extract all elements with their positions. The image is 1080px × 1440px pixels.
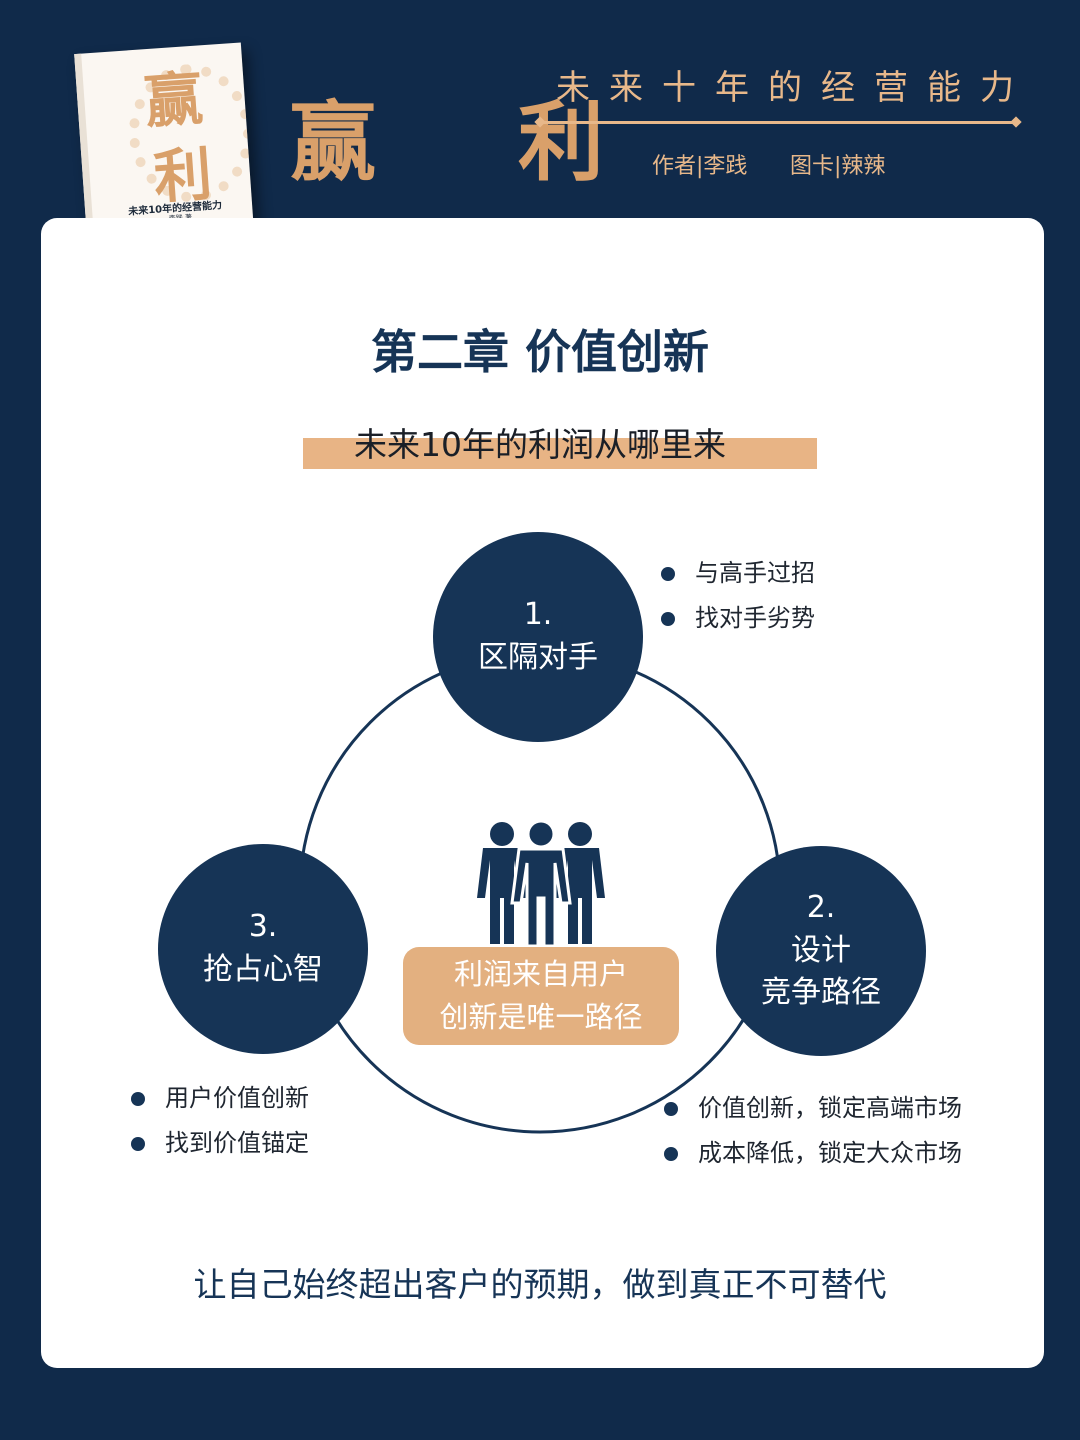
- page-title: 赢 利: [290, 93, 660, 193]
- list-item: 用户价值创新: [131, 1076, 309, 1121]
- page-tagline: 未来十年的经营能力: [556, 68, 1033, 108]
- chapter-subtitle: 未来10年的利润从哪里来: [354, 425, 726, 464]
- node-2-label-line-2: 竞争路径: [761, 975, 881, 1011]
- node-1-label: 区隔对手: [478, 640, 598, 675]
- author-credit: 作者|李践: [652, 154, 748, 179]
- node-1-number: 1.: [523, 597, 553, 633]
- node-3-number: 3.: [248, 909, 278, 945]
- list-item: 成本降低，锁定大众市场: [664, 1131, 962, 1176]
- chapter-title: 第二章 价值创新: [370, 325, 709, 379]
- node-2-design-path: 2. 设计 竞争路径: [716, 846, 926, 1056]
- node-3-bullets: 用户价值创新 找到价值锚定: [131, 1076, 309, 1166]
- closing-statement: 让自己始终超出客户的预期，做到真正不可替代: [193, 1265, 887, 1304]
- node-1-distinguish-rivals: 1. 区隔对手: [433, 532, 643, 742]
- list-item: 与高手过招: [661, 551, 815, 596]
- list-item: 找对手劣势: [661, 596, 815, 641]
- node-2-bullets: 价值创新，锁定高端市场 成本降低，锁定大众市场: [664, 1086, 962, 1176]
- content-card: [41, 218, 1044, 1368]
- people-group-icon: [477, 819, 605, 948]
- illustrator-credit: 图卡|辣辣: [790, 154, 886, 179]
- tagline-divider: [540, 121, 1016, 124]
- subtitle-highlight: [303, 438, 817, 469]
- center-line-2: 创新是唯一路径: [439, 1000, 643, 1034]
- node-1-bullets: 与高手过招 找对手劣势: [661, 551, 815, 641]
- node-3-occupy-mind: 3. 抢占心智: [158, 844, 368, 1054]
- node-2-label-line-1: 设计: [791, 932, 851, 968]
- center-message-box: 利润来自用户 创新是唯一路径: [403, 947, 679, 1045]
- list-item: 价值创新，锁定高端市场: [664, 1086, 962, 1131]
- node-2-number: 2.: [806, 890, 836, 926]
- center-line-1: 利润来自用户: [453, 957, 628, 992]
- list-item: 找到价值锚定: [131, 1121, 309, 1166]
- node-3-label: 抢占心智: [203, 952, 323, 987]
